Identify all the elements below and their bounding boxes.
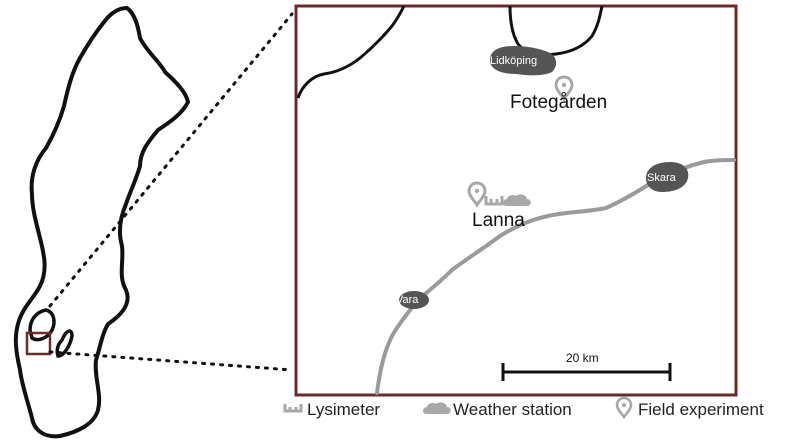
vara-town-area (399, 291, 429, 309)
lake-vanern (28, 308, 56, 342)
lake-shoreline-west (296, 5, 406, 99)
study-area-box (25, 331, 52, 356)
lysimeter-icon (283, 404, 303, 413)
zoom-line-bottom (48, 350, 294, 372)
site-label-lanna: Lanna (472, 210, 525, 231)
lysimeter-icon (484, 196, 504, 206)
skara-town-area (646, 162, 689, 192)
location-pin-icon (615, 396, 633, 420)
site-label-fotegarden: Fotegården (510, 92, 607, 113)
legend-label-field-experiment: Field experiment (638, 400, 764, 419)
scale-bar (501, 363, 672, 381)
location-pin-icon (467, 181, 487, 208)
detail-map: Lidköping Skara Vara Fotegården Lanna (294, 4, 738, 397)
location-pin-icon (554, 75, 574, 102)
zoom-line-top (48, 12, 294, 308)
overview-map (13, 6, 294, 439)
scale-bar-label: 20 km (566, 351, 599, 365)
cloud-icon (423, 402, 451, 414)
legend-label-lysimeter: Lysimeter (307, 400, 380, 419)
lake-vattern (55, 329, 74, 358)
lidkoping-town-area (490, 46, 557, 76)
legend: Lysimeter Weather station Field experime… (283, 396, 764, 420)
town-label-vara: Vara (396, 294, 419, 306)
town-label-skara: Skara (647, 172, 677, 184)
town-label-lidkoping: Lidköping (490, 55, 537, 67)
sweden-outline (13, 6, 190, 439)
legend-label-weather-station: Weather station (453, 400, 572, 419)
lake-shoreline-east (508, 5, 604, 57)
cloud-icon (503, 194, 531, 206)
